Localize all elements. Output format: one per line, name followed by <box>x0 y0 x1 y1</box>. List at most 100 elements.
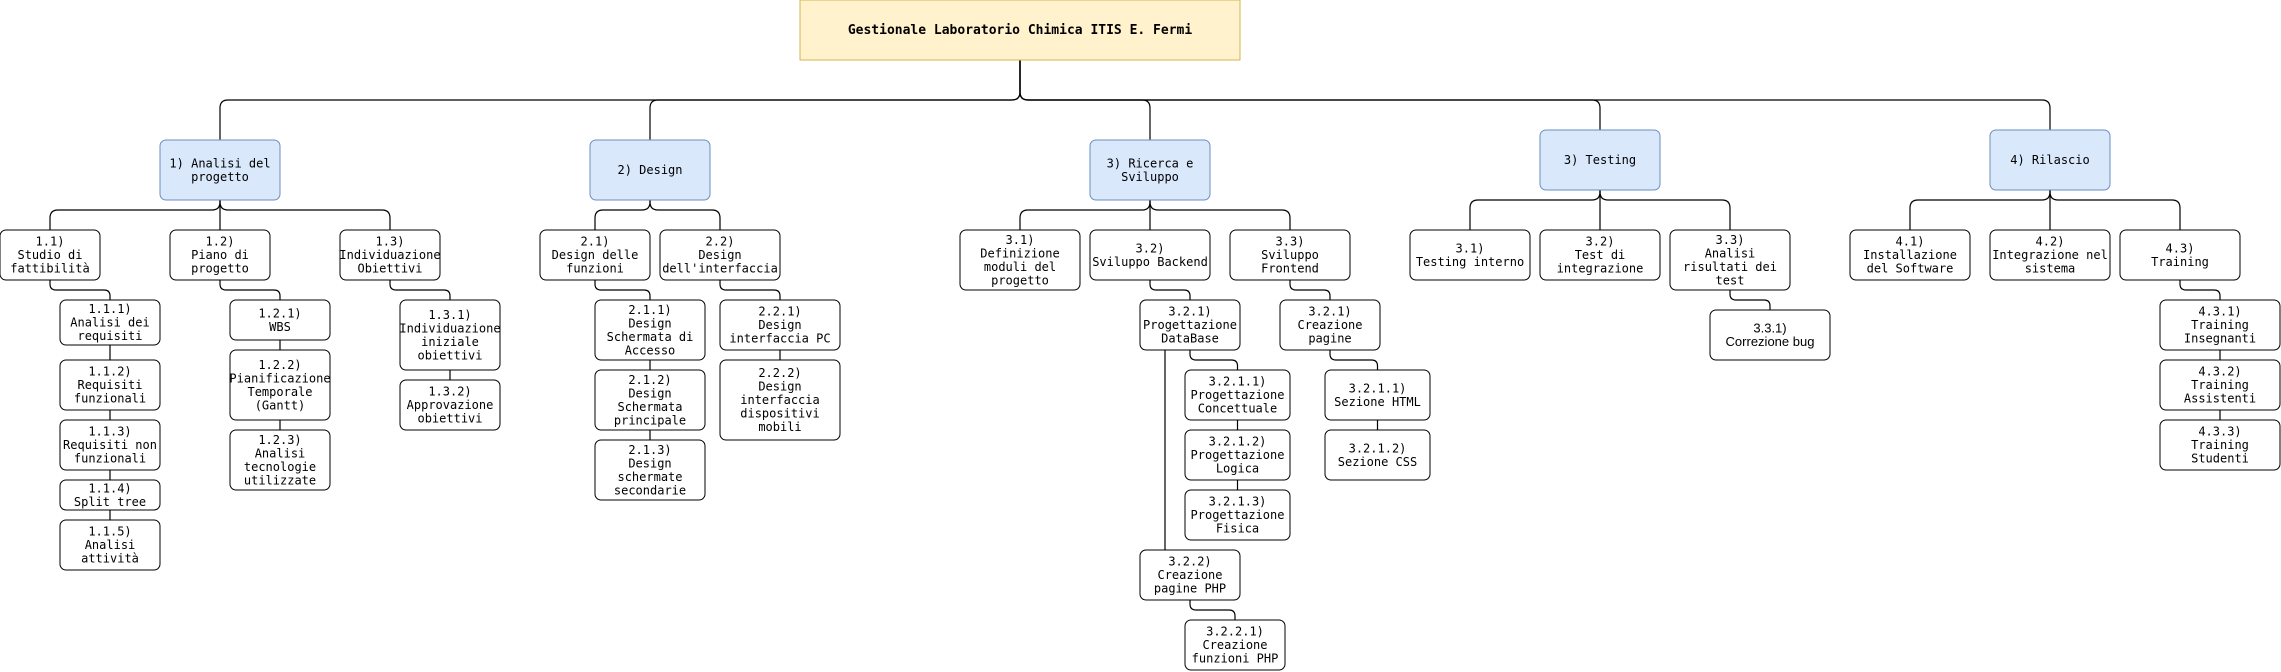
node-p2: 2) Design <box>589 139 711 201</box>
edge-n3_2_1-n3_2_1_1 <box>1189 350 1239 370</box>
node-box <box>719 299 841 351</box>
node-box <box>1709 309 1831 361</box>
edge-t3_3-t3_3_1 <box>1729 290 1771 310</box>
node-box <box>1279 299 1381 351</box>
node-n3-2: 3.2)Sviluppo Backend <box>1089 229 1211 281</box>
node-box <box>2119 229 2241 281</box>
edge-n2_2-n2_2_1 <box>719 280 781 300</box>
node-box <box>399 299 501 371</box>
node-label: 1.1.4)Split tree <box>74 481 146 509</box>
node-r4-3: 4.3)Training <box>2119 229 2241 281</box>
node-box <box>1184 369 1291 421</box>
node-label: Gestionale Laboratorio Chimica ITIS E. F… <box>848 23 1193 38</box>
node-box <box>59 359 161 411</box>
node-box <box>1229 229 1351 281</box>
node-label: 3) Testing <box>1564 153 1636 167</box>
edge-p2-n2_1 <box>594 200 651 230</box>
node-t3-3-1: 3.3.1)Correzione bug <box>1709 309 1831 361</box>
edge-p1-n1_3 <box>219 200 391 230</box>
node-n1-1-4: 1.1.4)Split tree <box>59 479 161 511</box>
node-box <box>1184 619 1286 671</box>
node-root: Gestionale Laboratorio Chimica ITIS E. F… <box>799 0 1241 61</box>
edge-n1_3-n1_3_1 <box>389 280 451 300</box>
node-box <box>229 429 331 491</box>
node-t3-1: 3.1)Testing interno <box>1409 229 1531 281</box>
node-n1-2-1: 1.2.1)WBS <box>229 299 331 341</box>
node-box <box>1989 129 2111 191</box>
node-label: 1.2.1)WBS <box>258 306 301 334</box>
node-box <box>659 229 781 281</box>
edge-n3_2_2-n3_2_2_1 <box>1189 600 1236 620</box>
node-label: 4) Rilascio <box>2010 153 2089 167</box>
node-box <box>59 419 161 471</box>
node-box <box>399 379 501 431</box>
edge-n3_3-n3_3_1 <box>1289 280 1331 300</box>
connector-lines <box>49 60 2221 620</box>
node-n3-3-1-1: 3.2.1.1)Sezione HTML <box>1324 369 1431 421</box>
node-label: 3.2.1.1)Sezione HTML <box>1334 381 1421 409</box>
edge-p5-r4_3 <box>2049 190 2181 230</box>
node-box <box>159 139 281 201</box>
edge-p3-n3_3 <box>1149 200 1291 230</box>
edge-p4-t3_3 <box>1599 190 1731 230</box>
edge-n2_1-n2_1_1 <box>594 280 651 300</box>
node-box <box>959 229 1081 291</box>
edge-p2-n2_2 <box>649 200 721 230</box>
edge-n1_1-n1_1_1 <box>49 280 111 300</box>
node-box <box>1139 549 1241 601</box>
node-box <box>1669 229 1791 291</box>
node-label: 2) Design <box>617 163 682 177</box>
edge-root-p4 <box>1019 60 1601 130</box>
node-box <box>2159 419 2281 471</box>
node-label: 3.3.1)Correzione bug <box>1726 320 1815 349</box>
node-box <box>1849 229 1971 281</box>
